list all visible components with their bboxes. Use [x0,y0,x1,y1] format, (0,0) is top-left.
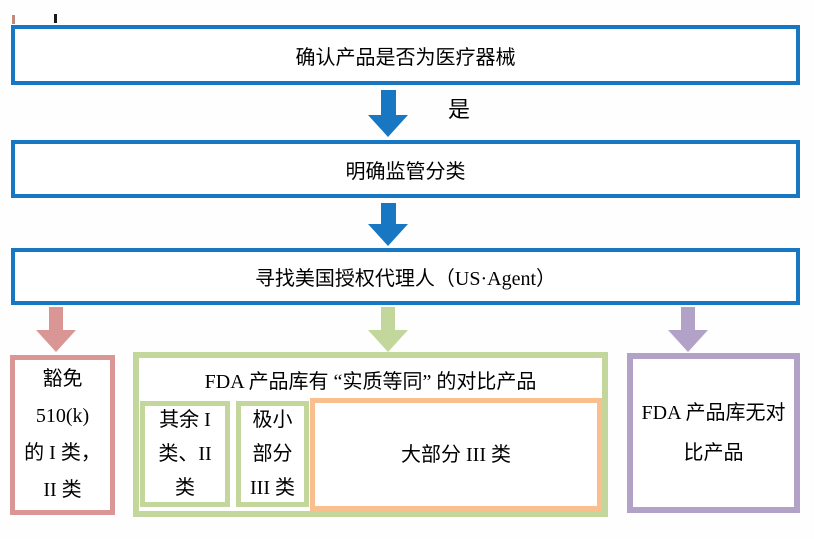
se-header: FDA 产品库有 “实质等同” 的对比产品 [204,370,537,393]
arrow-head [668,330,708,352]
down-arrow-icon [36,307,76,352]
arrow-shaft [381,307,395,330]
no-predicate-line: FDA 产品库无对 [641,402,786,424]
substantial-equivalence-box: FDA 产品库有 “实质等同” 的对比产品 其余 I 类、II 类 极小 部分 … [133,352,608,517]
se-cell-line: 类 [175,477,195,499]
exempt-line: 豁免 [42,368,83,390]
yes-label: 是 [448,97,471,122]
arrow-head [368,330,408,352]
se-cell-minor-class3: 极小 部分 III 类 [236,401,309,507]
exempt-line: 510(k) [35,405,90,427]
se-cell-major-class3: 大部分 III 类 [310,398,602,511]
no-predicate-box: FDA 产品库无对 比产品 [627,353,800,513]
se-cell-line: 大部分 III 类 [401,443,511,466]
down-arrow-icon [668,307,708,352]
se-cell-line: 部分 [252,443,293,465]
se-cell-line: 极小 [252,409,293,431]
arrow-head [368,115,408,137]
down-arrow-icon [368,307,408,352]
classification-box: 明确监管分类 [11,140,800,198]
exempt-line: 的 I 类， [24,442,101,464]
arrow-head [36,330,76,352]
se-cell-line: 类、II [158,443,212,465]
arrow-shaft [49,307,63,330]
stray-mark-black [54,14,57,23]
se-cell-line: III 类 [250,477,295,499]
exempt-510k-box: 豁免 510(k) 的 I 类， II 类 [10,355,115,515]
arrow-shaft [380,203,396,224]
down-arrow-icon [368,90,408,137]
classification-label: 明确监管分类 [345,160,466,183]
se-cell-rest-class1-2: 其余 I 类、II 类 [140,401,230,507]
confirm-device-box: 确认产品是否为医疗器械 [11,25,800,85]
us-agent-box: 寻找美国授权代理人（US·Agent） [11,248,800,305]
exempt-line: II 类 [43,479,82,501]
stray-mark-red [12,15,15,24]
arrow-head [368,224,408,246]
arrow-shaft [681,307,695,330]
down-arrow-icon [368,203,408,246]
no-predicate-line: 比产品 [683,442,744,464]
se-cell-line: 其余 I [159,409,211,431]
arrow-shaft [380,90,396,115]
us-agent-label: 寻找美国授权代理人（US·Agent） [254,268,557,290]
confirm-device-label: 确认产品是否为医疗器械 [295,46,516,69]
